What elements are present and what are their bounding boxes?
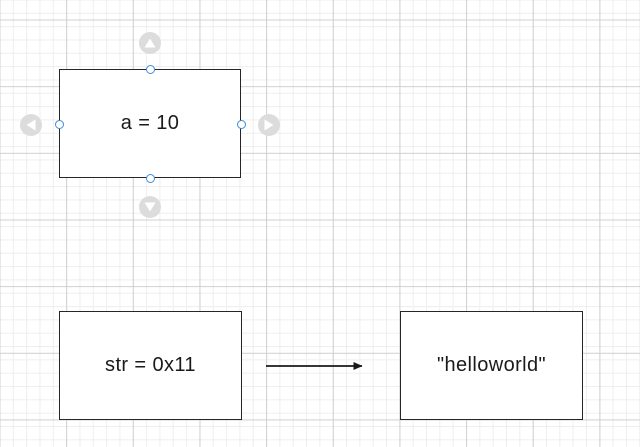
handle-top[interactable]	[145, 64, 155, 74]
node-str-label: str = 0x11	[105, 354, 196, 376]
node-a[interactable]: a = 10	[59, 69, 241, 178]
add-node-left-button[interactable]	[20, 114, 42, 136]
add-node-down-button[interactable]	[139, 196, 161, 218]
handle-right[interactable]	[236, 119, 246, 129]
node-helloworld[interactable]: "helloworld"	[400, 311, 583, 420]
triangle-up-icon	[144, 38, 156, 48]
triangle-left-icon	[26, 119, 36, 131]
triangle-right-icon	[264, 119, 274, 131]
handle-bottom[interactable]	[145, 173, 155, 183]
add-node-right-button[interactable]	[258, 114, 280, 136]
handle-left[interactable]	[54, 119, 64, 129]
add-node-up-button[interactable]	[139, 32, 161, 54]
node-a-label: a = 10	[120, 112, 180, 134]
triangle-down-icon	[144, 202, 156, 212]
node-helloworld-label: "helloworld"	[436, 354, 547, 376]
node-str[interactable]: str = 0x11	[59, 311, 242, 420]
